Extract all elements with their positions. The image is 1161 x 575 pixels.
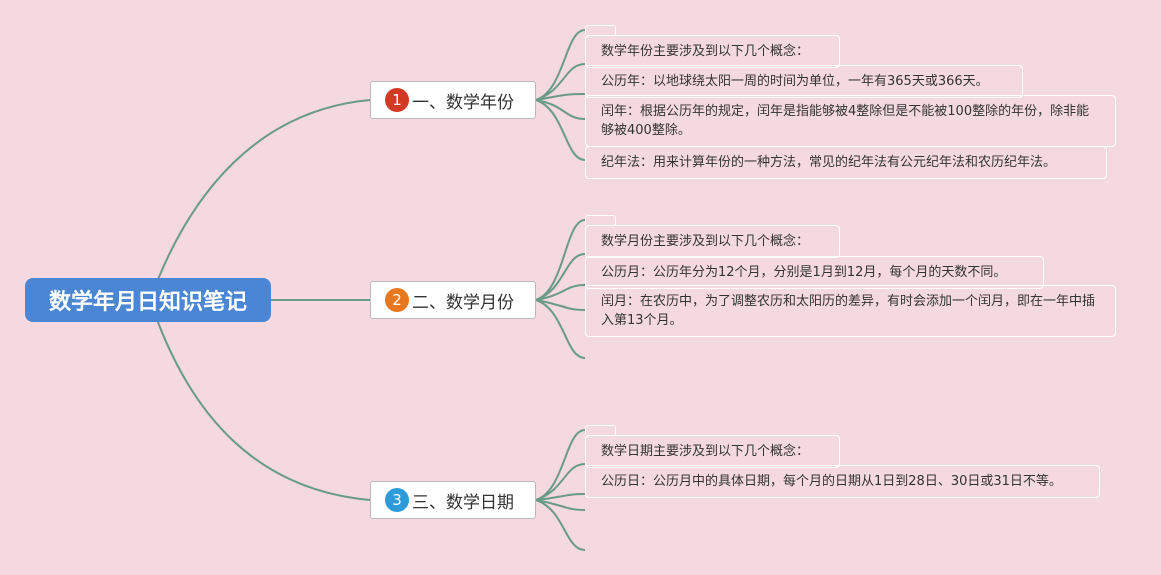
subtopic-b1-3[interactable]: 闰年：根据公历年的规定，闰年是指能够被4整除但是不能被100整除的年份，除非能够… [585, 95, 1116, 147]
priority-badge-1: 1 [385, 88, 409, 112]
connector-b1-leaf-1 [535, 63, 586, 101]
subtopic-b1-4-text: 纪年法：用来计算年份的一种方法，常见的纪年法有公元纪年法和农历纪年法。 [601, 155, 1057, 170]
branch-topic-3[interactable]: 3 三、数学日期 [370, 481, 536, 519]
connector-b3-stub [535, 429, 586, 501]
subtopic-b1-1[interactable]: 数学年份主要涉及到以下几个概念： [585, 35, 840, 68]
branch-topic-2-label: 二、数学月份 [412, 292, 514, 313]
branch-topic-1-label: 一、数学年份 [412, 92, 514, 113]
root-topic-label: 数学年月日知识笔记 [48, 290, 247, 315]
connector-b2-leaf-1 [535, 253, 586, 301]
subtopic-b1-2-text: 公历年：以地球绕太阳一周的时间为单位，一年有365天或366天。 [601, 74, 989, 89]
branch-topic-2[interactable]: 2 二、数学月份 [370, 281, 536, 319]
empty-subtopic-b2[interactable] [585, 215, 616, 225]
empty-subtopic-b3[interactable] [585, 425, 616, 435]
connector-b2-leaf-2 [535, 284, 586, 301]
connector-b2-stub [535, 219, 586, 301]
subtopic-b2-2-text: 公历月：公历年分为12个月，分别是1月到12月，每个月的天数不同。 [601, 265, 1007, 280]
connector-b2-leaf-3 [535, 299, 586, 311]
connector-b3-leaf-1 [535, 463, 586, 501]
connector-root-branch-1 [149, 99, 371, 301]
connector-b1-leaf-4 [535, 99, 586, 161]
subtopic-b1-4[interactable]: 纪年法：用来计算年份的一种方法，常见的纪年法有公元纪年法和农历纪年法。 [585, 146, 1107, 179]
subtopic-b2-3[interactable]: 闰月：在农历中，为了调整农历和太阳历的差异，有时会添加一个闰月，即在一年中插入第… [585, 285, 1116, 337]
root-topic[interactable]: 数学年月日知识笔记 [25, 278, 271, 322]
subtopic-b1-1-text: 数学年份主要涉及到以下几个概念： [601, 44, 810, 59]
connector-b2-end [535, 299, 586, 359]
connector-b1-leaf-2 [535, 93, 586, 101]
subtopic-b2-1[interactable]: 数学月份主要涉及到以下几个概念： [585, 225, 840, 258]
connector-b1-stub [535, 29, 586, 101]
subtopic-b2-3-text: 闰月：在农历中，为了调整农历和太阳历的差异，有时会添加一个闰月，即在一年中插入第… [601, 294, 1096, 328]
connector-b3-leaf-2 [535, 493, 586, 501]
subtopic-b1-3-text: 闰年：根据公历年的规定，闰年是指能够被4整除但是不能被100整除的年份，除非能够… [601, 104, 1090, 138]
connector-b1-leaf-3 [535, 99, 586, 120]
branch-topic-1[interactable]: 1 一、数学年份 [370, 81, 536, 119]
priority-badge-2: 2 [385, 288, 409, 312]
subtopic-b3-2[interactable]: 公历日：公历月中的具体日期，每个月的日期从1日到28日、30日或31日不等。 [585, 465, 1100, 498]
connector-b3-end-2 [535, 499, 586, 551]
priority-badge-3: 3 [385, 488, 409, 512]
branch-topic-3-label: 三、数学日期 [412, 492, 514, 513]
connector-b3-end-1 [535, 499, 586, 511]
subtopic-b2-2[interactable]: 公历月：公历年分为12个月，分别是1月到12月，每个月的天数不同。 [585, 256, 1044, 289]
subtopic-b3-1-text: 数学日期主要涉及到以下几个概念： [601, 444, 810, 459]
connector-root-branch-3 [149, 299, 371, 501]
subtopic-b3-2-text: 公历日：公历月中的具体日期，每个月的日期从1日到28日、30日或31日不等。 [601, 474, 1062, 489]
empty-subtopic-b1[interactable] [585, 25, 616, 35]
subtopic-b1-2[interactable]: 公历年：以地球绕太阳一周的时间为单位，一年有365天或366天。 [585, 65, 1023, 98]
subtopic-b3-1[interactable]: 数学日期主要涉及到以下几个概念： [585, 435, 840, 468]
subtopic-b2-1-text: 数学月份主要涉及到以下几个概念： [601, 234, 810, 249]
